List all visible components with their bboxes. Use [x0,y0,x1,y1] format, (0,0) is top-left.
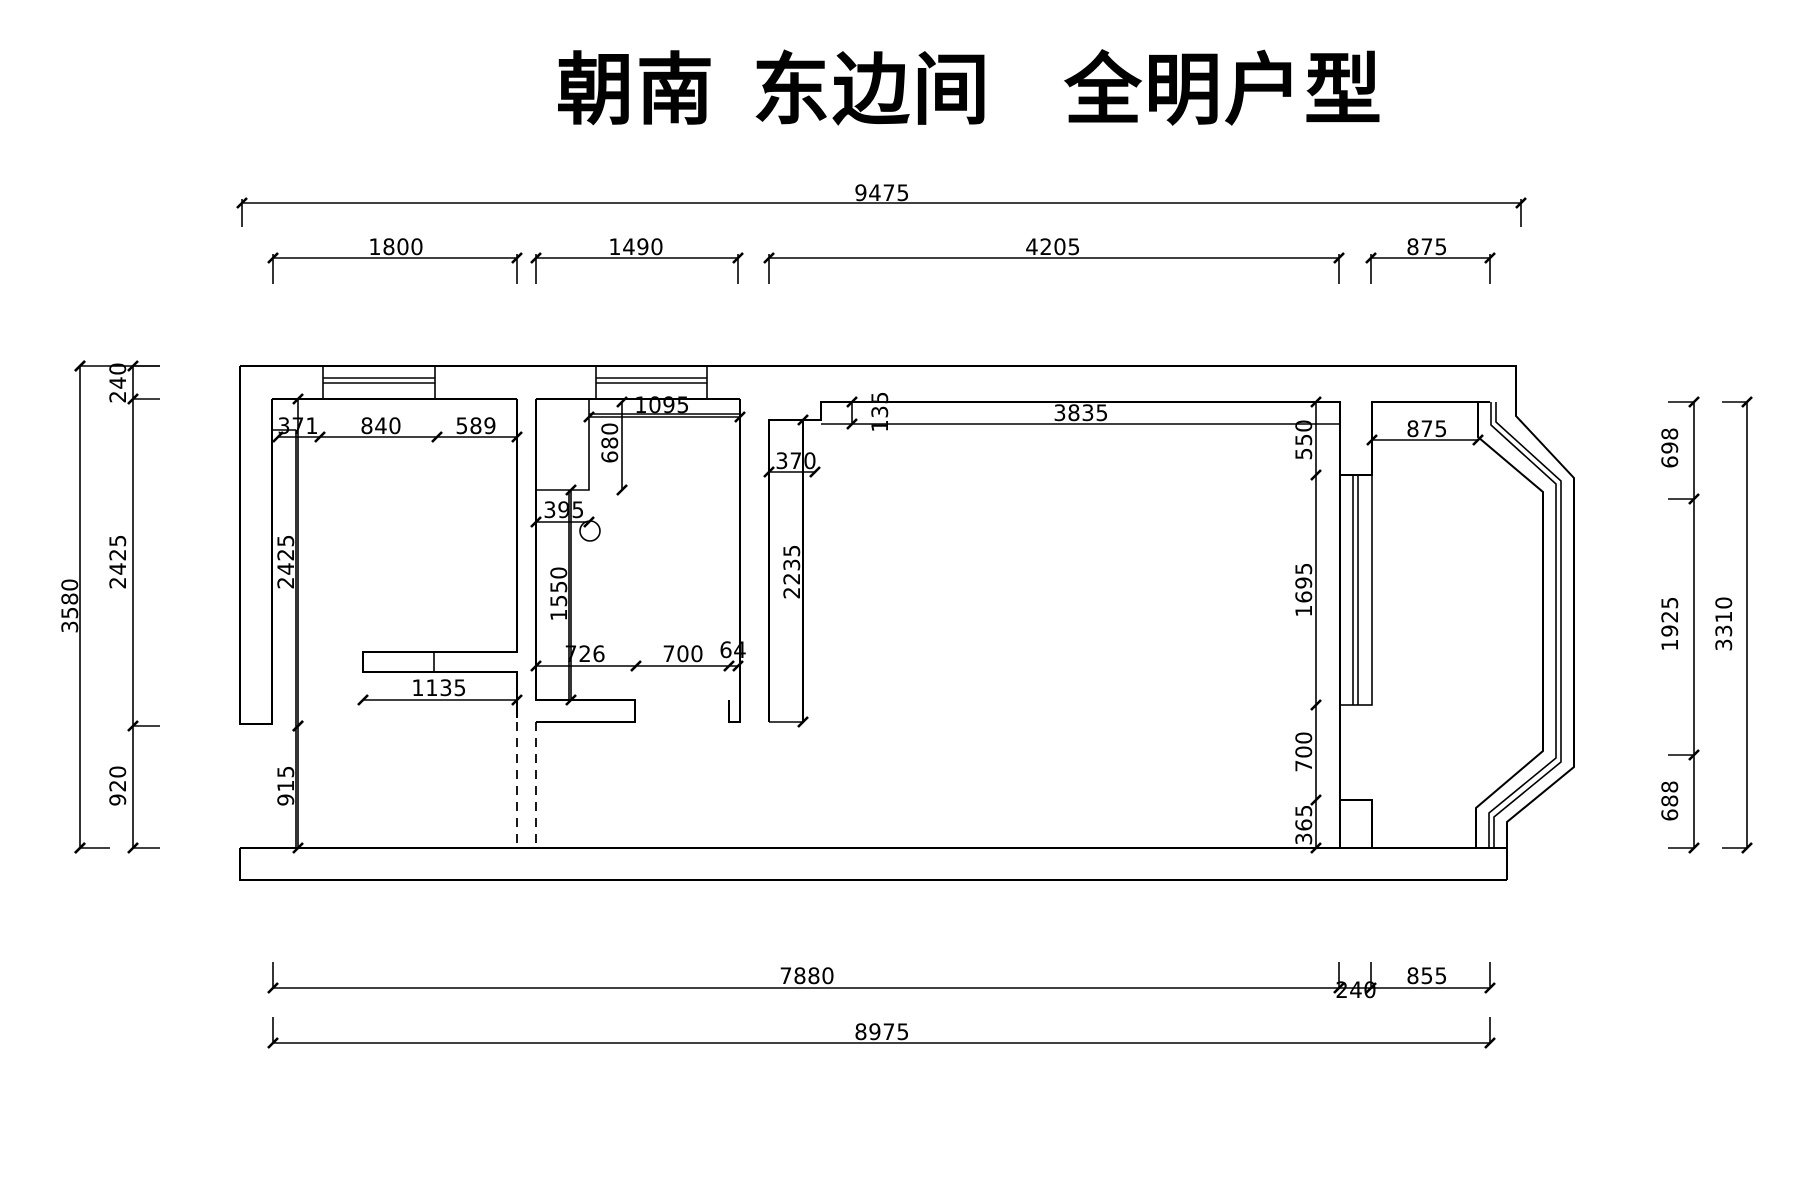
dim-right-overall: 3310 [1713,596,1738,652]
dim-left-seg-2: 2425 [107,534,132,590]
dim-room1-w1: 371 [277,415,319,440]
dim-top-seg-2: 1490 [608,236,664,261]
dim-room2-left: 395 [543,499,585,524]
dim-room2-height: 1550 [548,566,573,622]
dimension-tick [846,418,858,430]
dimension-tick [272,431,284,443]
dimension-tick [1310,699,1322,711]
dimension-tick [530,516,542,528]
dim-room3-right-1: 550 [1293,419,1318,461]
dim-room3-wall-height: 2235 [781,544,806,600]
dim-top-seg-4: 875 [1406,236,1448,261]
dim-room3-right-2: 1695 [1293,562,1318,618]
room2-recess [536,399,590,491]
dim-room2-bottom-2: 700 [662,643,704,668]
dimension-tick [1366,434,1378,446]
dim-top-seg-1: 1800 [368,236,424,261]
dim-bottom-seg-3: 855 [1406,965,1448,990]
dimension-tick [734,411,746,423]
dimension-tick [357,694,369,706]
dimension-tick [511,431,523,443]
dim-top-overall: 9475 [854,182,910,207]
dimension-tick [616,484,628,496]
dim-room1-height: 2425 [275,534,300,590]
dim-room1-counter: 1135 [411,677,467,702]
dimension-tick [431,431,443,443]
dimension-tick [583,411,595,423]
dimension-tick [292,720,304,732]
dim-room2-recess: 680 [599,422,624,464]
dimension-tick [565,694,577,706]
dimension-tick [1310,469,1322,481]
title-layout-type: 全明户型 [1064,45,1385,136]
dim-bottom-overall: 8975 [854,1021,910,1046]
dimension-tick [630,660,642,672]
dim-bottom-seg-2: 240 [1335,979,1377,1004]
dim-room3-step: 135 [869,391,894,433]
dim-left-overall: 3580 [59,578,84,634]
dim-right-seg-3: 688 [1659,780,1684,822]
dimension-tick [583,516,595,528]
partition-lower [1340,799,1373,848]
bay-window-mid1 [1488,402,1557,848]
room1-right-wall [362,399,518,718]
dimension-tick [292,842,304,854]
title-orientation: 朝南 [556,45,717,136]
room2-right-wall [728,399,741,723]
window-room1 [322,365,436,400]
dim-room1-w2: 840 [360,415,402,440]
dimension-labels: 9475 1800 1490 4205 875 3580 240 2425 92… [59,182,1738,1046]
dimension-lines [74,197,1753,1049]
circle-drain-icon [579,520,601,542]
title-unit-position: 东边间 [752,45,993,136]
dim-left-seg-3: 920 [107,765,132,807]
dim-room3-right-3: 700 [1293,731,1318,773]
dimension-tick [314,431,326,443]
dim-right-seg-2: 1925 [1659,596,1684,652]
dimension-tick [1310,842,1322,854]
dim-room2-bottom-1: 726 [564,643,606,668]
dimension-tick [292,393,304,405]
wall-bottom-outer [239,848,1507,881]
dimension-tick [565,484,577,496]
dim-bay-width: 875 [1406,418,1448,443]
room3-top-step [803,401,1341,848]
dim-left-seg-1: 240 [107,362,132,404]
bay-window-mid2 [1493,402,1562,848]
dimension-tick [723,660,735,672]
dimension-tick [732,660,744,672]
dim-top-seg-3: 4205 [1025,236,1081,261]
dim-bottom-seg-1: 7880 [779,965,835,990]
dimension-tick [530,660,542,672]
dimension-tick [809,466,821,478]
bay-window-outer [1506,399,1575,880]
dim-room3-top: 3835 [1053,402,1109,427]
dim-room1-w3: 589 [455,415,497,440]
dimension-tick [616,396,628,408]
bay-window-inner [1475,402,1544,848]
dim-room1-lower: 915 [275,765,300,807]
dimension-tick [763,466,775,478]
window-room2 [595,365,708,400]
window-partition [1339,474,1373,706]
dimension-tick [1310,794,1322,806]
dimension-tick [1310,396,1322,408]
room2-left-wall [535,399,636,723]
dimension-tick [1472,434,1484,446]
dimension-tick [797,414,809,426]
dimension-tick [797,716,809,728]
dimension-tick [511,694,523,706]
dim-room2-top: 1095 [634,394,690,419]
dim-room3-wall: 370 [775,450,817,475]
plan-title: 朝南 东边间 全明户型 [0,28,1800,136]
walls [239,365,1575,881]
dim-right-seg-1: 698 [1659,427,1684,469]
wall-left [239,366,273,725]
dim-room3-right-4: 365 [1293,804,1318,846]
dim-room2-bottom-3: 64 [719,639,747,664]
dimension-tick [846,396,858,408]
